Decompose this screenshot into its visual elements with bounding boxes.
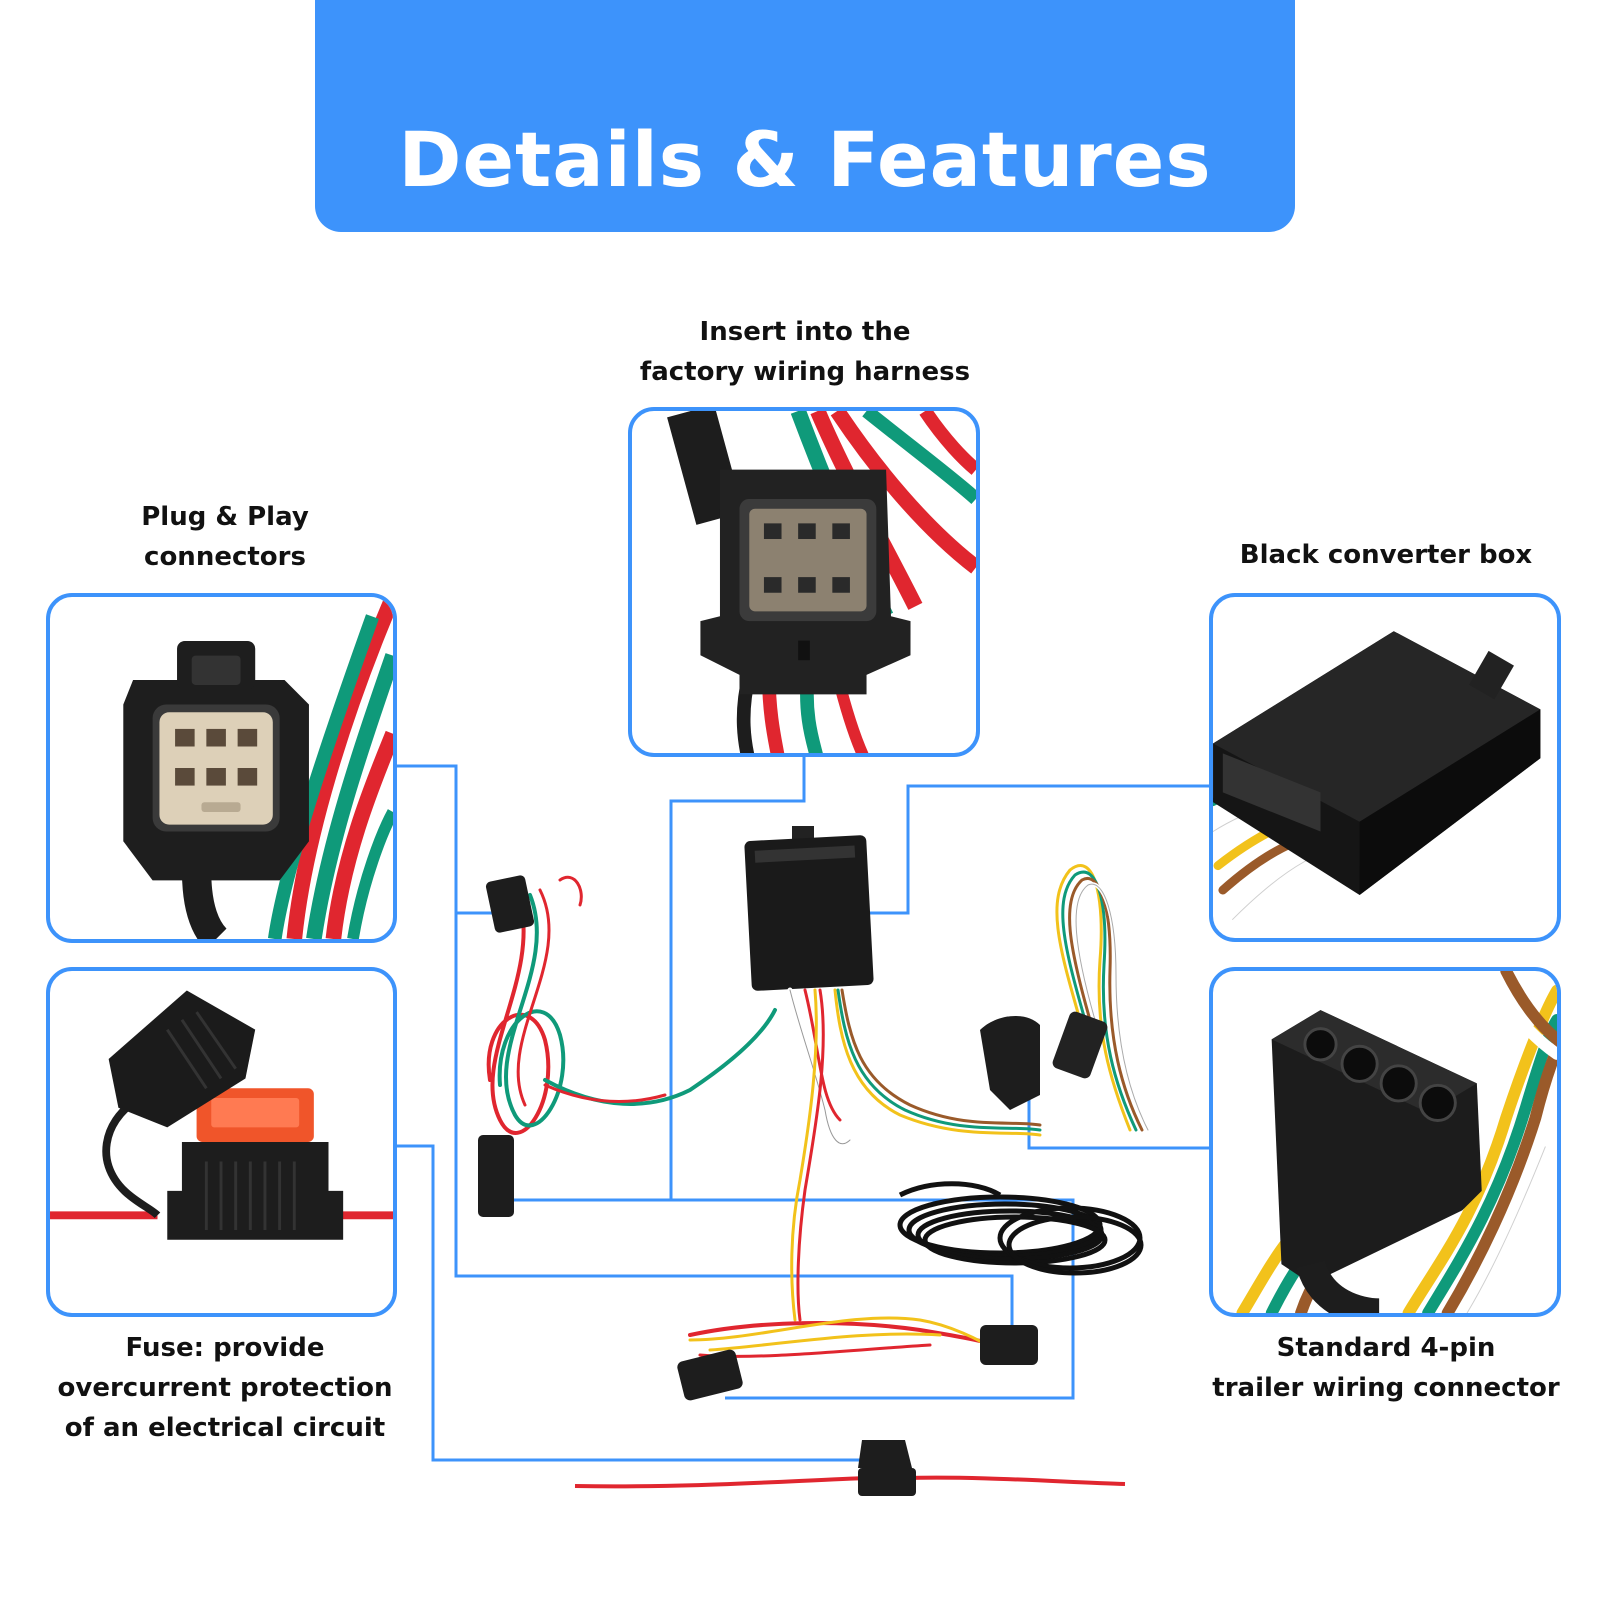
label-factory-harness: Insert into the factory wiring harness xyxy=(610,312,1000,392)
leader-line-fuse xyxy=(393,1144,870,1462)
four-pin-connector-icon xyxy=(1236,971,1557,1313)
inline-fuse-illustration xyxy=(574,1440,1126,1496)
label-fuse-line2: overcurrent protection xyxy=(57,1373,393,1403)
panel-fuse xyxy=(46,967,397,1317)
label-factory-harness-line2: factory wiring harness xyxy=(639,357,971,387)
plug-play-connector-icon xyxy=(123,597,393,939)
leader-line-plug-play-3 xyxy=(671,1198,1075,1400)
label-fuse: Fuse: provide overcurrent protection of … xyxy=(40,1328,410,1448)
label-factory-harness-line1: Insert into the xyxy=(699,317,911,347)
label-four-pin: Standard 4-pin trailer wiring connector xyxy=(1190,1328,1582,1408)
four-pin-coil xyxy=(1055,864,1150,1132)
leader-line-converter-box xyxy=(850,784,1211,915)
leader-line-plug-play-2 xyxy=(454,913,1014,1333)
extension-cable-coil xyxy=(897,1181,1144,1276)
label-converter-box: Black converter box xyxy=(1200,535,1572,575)
page-title: Details & Features xyxy=(398,115,1212,204)
label-plug-play-line2: connectors xyxy=(144,542,306,572)
power-harness-connector-right xyxy=(980,1325,1038,1365)
panel-factory-harness xyxy=(628,407,980,757)
left-harness-connector-bottom xyxy=(478,1135,514,1217)
factory-harness-connector-icon xyxy=(667,411,976,753)
label-converter-box-line1: Black converter box xyxy=(1239,540,1533,570)
label-plug-play-line1: Plug & Play xyxy=(141,502,309,532)
label-fuse-line1: Fuse: provide xyxy=(125,1333,325,1363)
power-harness-connector-left xyxy=(677,1349,743,1401)
title-banner: Details & Features xyxy=(315,0,1295,232)
leader-line-plug-play xyxy=(393,764,520,915)
panel-converter-box xyxy=(1209,593,1561,942)
panel-plug-play xyxy=(46,593,397,943)
left-harness-coil xyxy=(486,876,777,1135)
label-fuse-line3: of an electrical circuit xyxy=(64,1413,386,1443)
fuse-holder-icon xyxy=(50,990,393,1240)
converter-box-icon xyxy=(1213,631,1541,925)
label-four-pin-line1: Standard 4-pin xyxy=(1276,1333,1496,1363)
leader-line-factory-harness xyxy=(504,755,806,1202)
left-harness-connector-top xyxy=(485,875,535,933)
power-harness xyxy=(688,1316,997,1358)
label-four-pin-line2: trailer wiring connector xyxy=(1212,1373,1560,1403)
label-plug-play: Plug & Play connectors xyxy=(40,497,410,577)
converter-box-illustration xyxy=(744,826,874,991)
four-pin-plug-illustration xyxy=(980,1011,1108,1110)
panel-four-pin xyxy=(1209,967,1561,1317)
